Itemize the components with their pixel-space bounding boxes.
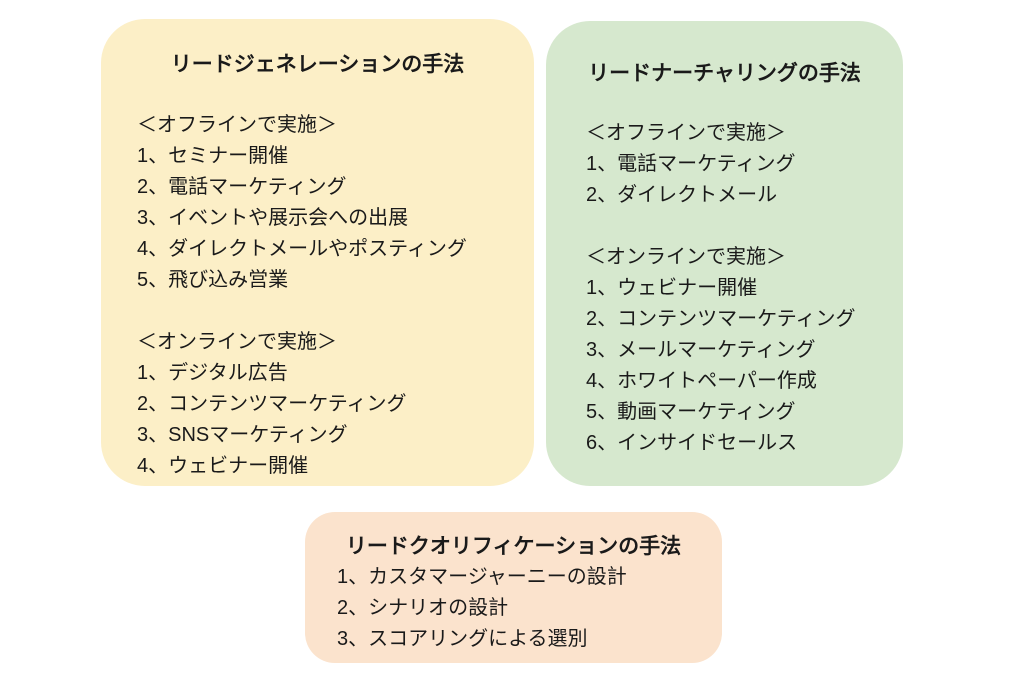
list-item: 6、インサイドセールス	[586, 432, 798, 454]
list-item: 2、コンテンツマーケティング	[137, 393, 407, 415]
card-lead-qualification-list: 1、カスタマージャーニーの設計 2、シナリオの設計 3、スコアリングによる選別	[305, 562, 722, 655]
list-item: 4、ホワイトペーパー作成	[586, 370, 817, 392]
list-item: 2、ダイレクトメール	[586, 184, 778, 206]
card-lead-qualification-title: リードクオリフィケーションの手法	[345, 535, 682, 558]
list-item: ＜オンラインで実施＞	[586, 246, 786, 268]
card-lead-qualification: リードクオリフィケーションの手法 1、カスタマージャーニーの設計 2、シナリオの設…	[305, 512, 722, 663]
list-item: 2、電話マーケティング	[137, 176, 347, 198]
card-lead-generation: リードジェネレーションの手法 ＜オフラインで実施＞ 1、セミナー開催 2、電話マーケ…	[101, 19, 534, 486]
list-item: 1、デジタル広告	[137, 362, 288, 384]
list-item: 3、イベントや展示会への出展	[137, 207, 409, 229]
list-item: 3、スコアリングによる選別	[337, 628, 588, 650]
card-lead-generation-title: リードジェネレーションの手法	[170, 53, 465, 76]
list-spacer	[586, 211, 903, 242]
list-item: 4、ウェビナー開催	[137, 455, 309, 477]
list-item: 1、電話マーケティング	[586, 153, 796, 175]
list-item: 3、メールマーケティング	[586, 339, 816, 361]
list-item: 1、カスタマージャーニーの設計	[337, 566, 627, 588]
list-item: 4、ダイレクトメールやポスティング	[137, 238, 467, 260]
list-item: 1、セミナー開催	[137, 145, 289, 167]
card-lead-nurturing-title: リードナーチャリングの手法	[588, 62, 861, 85]
card-lead-nurturing: リードナーチャリングの手法 ＜オフラインで実施＞ 1、電話マーケティング 2、ダイレ…	[546, 21, 903, 486]
list-item: 3、SNSマーケティング	[137, 424, 348, 446]
list-item: ＜オフラインで実施＞	[586, 122, 786, 144]
list-item: 5、飛び込み営業	[137, 269, 289, 291]
list-item: ＜オフラインで実施＞	[137, 114, 337, 136]
list-item: ＜オンラインで実施＞	[137, 331, 337, 353]
list-item: 5、動画マーケティング	[586, 401, 796, 423]
card-lead-generation-list: ＜オフラインで実施＞ 1、セミナー開催 2、電話マーケティング 3、イベントや展示会へ…	[101, 110, 534, 482]
card-lead-nurturing-list: ＜オフラインで実施＞ 1、電話マーケティング 2、ダイレクトメール ＜オンラインで実施…	[546, 118, 903, 459]
list-item: 1、ウェビナー開催	[586, 277, 758, 299]
list-spacer	[137, 296, 534, 327]
list-item: 2、コンテンツマーケティング	[586, 308, 856, 330]
list-item: 2、シナリオの設計	[337, 597, 509, 619]
